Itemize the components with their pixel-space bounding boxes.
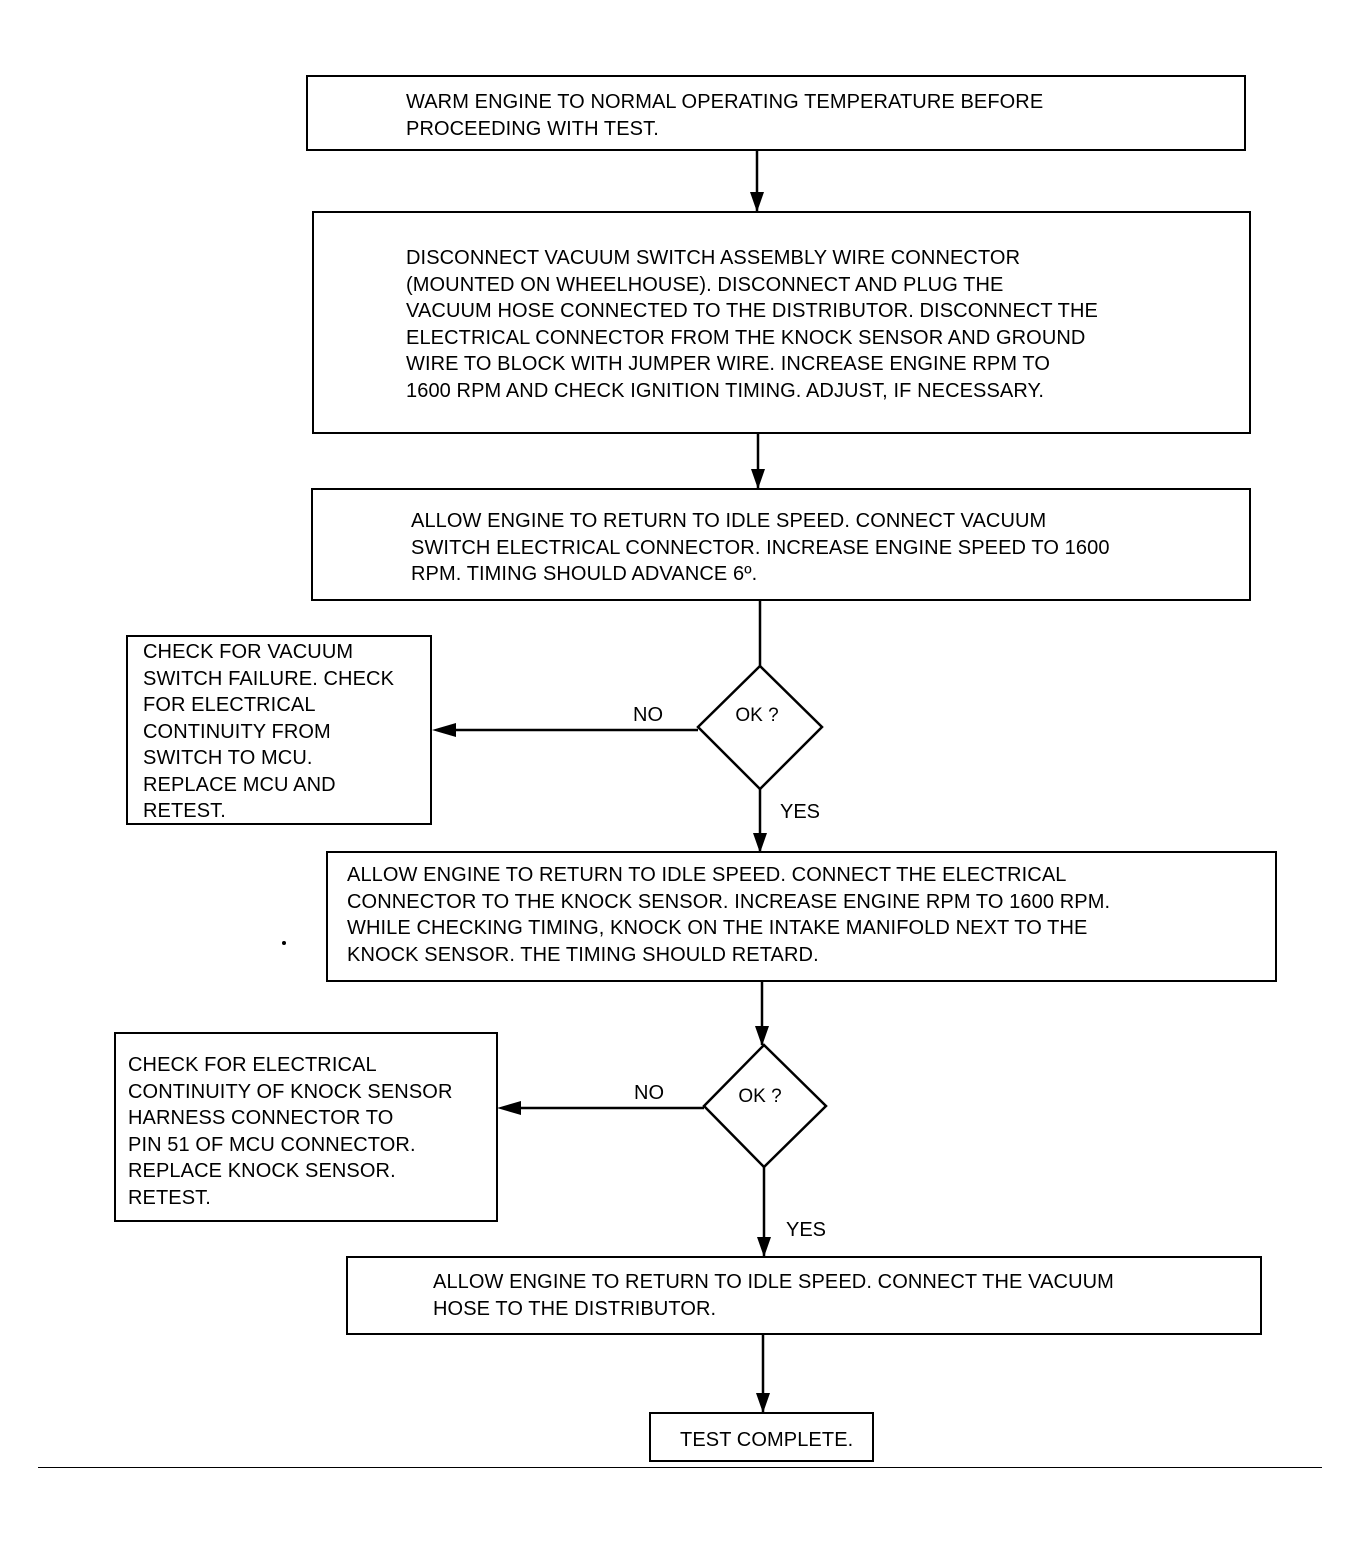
step-warm-engine: WARM ENGINE TO NORMAL OPERATING TEMPERAT… xyxy=(306,75,1246,151)
bottom-rule xyxy=(38,1467,1322,1468)
stray-dot xyxy=(282,941,286,945)
step-connect-vacuum-switch-text: ALLOW ENGINE TO RETURN TO IDLE SPEED. CO… xyxy=(411,510,1110,585)
decision-1-no-label: NO xyxy=(633,704,663,726)
step-connect-vacuum-hose-text: ALLOW ENGINE TO RETURN TO IDLE SPEED. CO… xyxy=(433,1271,1114,1320)
decision-2-no-label: NO xyxy=(634,1082,664,1104)
decision-2-question: OK ? xyxy=(738,1086,782,1107)
decision-2-yes-label: YES xyxy=(786,1219,827,1241)
step-connect-knock-sensor: ALLOW ENGINE TO RETURN TO IDLE SPEED. CO… xyxy=(326,851,1277,982)
step-warm-engine-text: WARM ENGINE TO NORMAL OPERATING TEMPERAT… xyxy=(406,91,1044,140)
failure-vacuum-switch: CHECK FOR VACUUM SWITCH FAILURE. CHECK F… xyxy=(126,635,432,825)
failure-knock-sensor-text: CHECK FOR ELECTRICAL CONTINUITY OF KNOCK… xyxy=(128,1054,453,1209)
step-connect-vacuum-hose: ALLOW ENGINE TO RETURN TO IDLE SPEED. CO… xyxy=(346,1256,1262,1335)
failure-vacuum-switch-text: CHECK FOR VACUUM SWITCH FAILURE. CHECK F… xyxy=(143,641,395,822)
step-test-complete: TEST COMPLETE. xyxy=(649,1412,874,1462)
step-disconnect-connectors: DISCONNECT VACUUM SWITCH ASSEMBLY WIRE C… xyxy=(312,211,1251,434)
failure-knock-sensor: CHECK FOR ELECTRICAL CONTINUITY OF KNOCK… xyxy=(114,1032,498,1222)
decision-1-yes-label: YES xyxy=(780,801,821,823)
step-connect-knock-sensor-text: ALLOW ENGINE TO RETURN TO IDLE SPEED. CO… xyxy=(347,864,1111,966)
step-connect-vacuum-switch: ALLOW ENGINE TO RETURN TO IDLE SPEED. CO… xyxy=(311,488,1251,601)
step-disconnect-connectors-text: DISCONNECT VACUUM SWITCH ASSEMBLY WIRE C… xyxy=(406,247,1098,402)
step-test-complete-text: TEST COMPLETE. xyxy=(680,1429,854,1451)
decision-1-question: OK ? xyxy=(735,705,779,726)
